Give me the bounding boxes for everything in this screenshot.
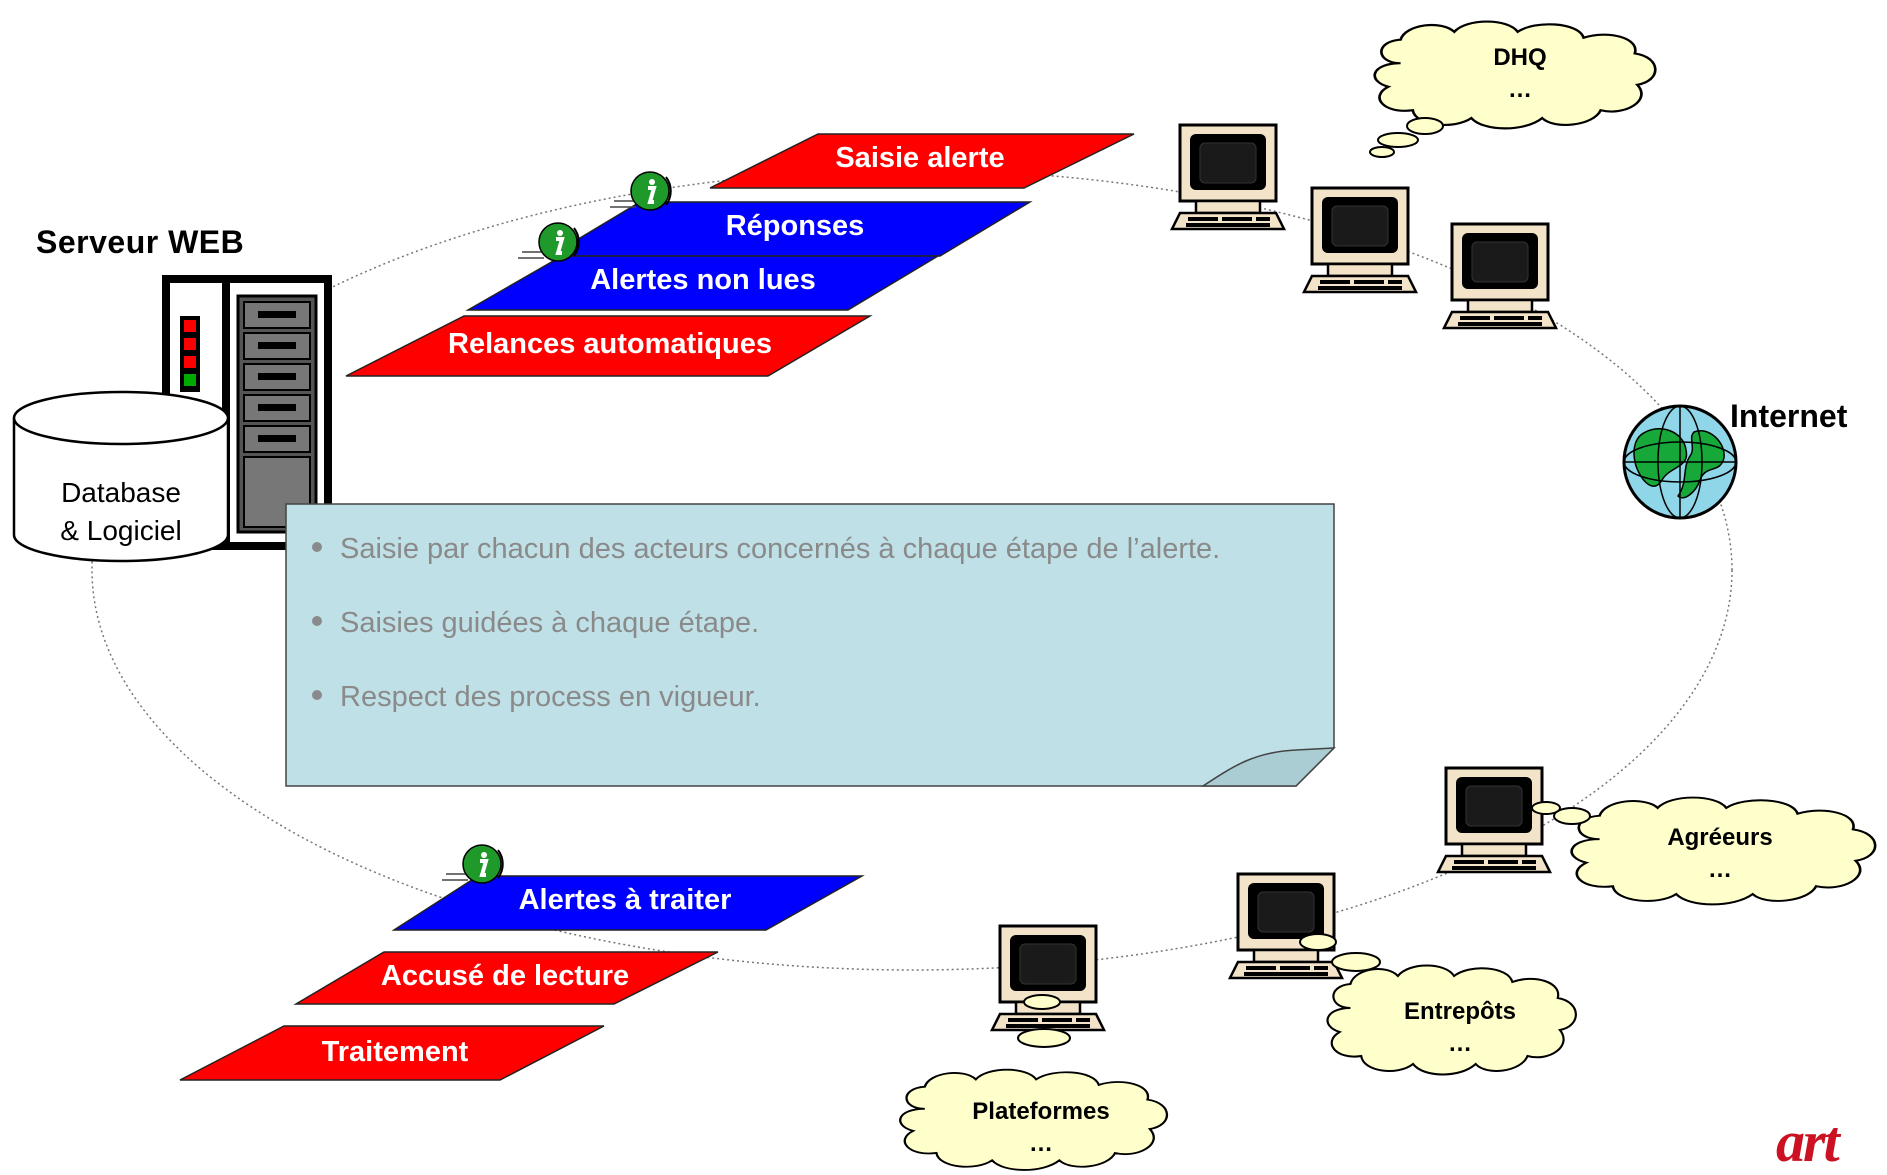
computer-icon [1170,123,1286,231]
bullet-icon [312,690,322,701]
bullet-icon [312,542,322,553]
cloud-ellipsis: … [1508,76,1532,103]
info-icon [518,222,580,262]
info-icon [610,171,672,211]
network-ring [91,169,1733,971]
globe-icon [1622,404,1738,520]
note-bullet: Saisies guidées à chaque étape. [312,606,1220,640]
note-bullet: Saisie par chacun des acteurs concernés … [312,532,1220,566]
cloud-label-dhq: DHQ … [1440,42,1600,106]
database-icon [12,390,230,563]
cloud-ellipsis: … [1708,856,1732,883]
cloud-title: Agréeurs [1667,824,1773,851]
database-label-line2: & Logiciel [60,515,182,546]
flow-reponses [547,201,1033,257]
note-bullet-text: Saisie par chacun des acteurs concernés … [340,533,1221,565]
cloud-label-plateformes: Plateformes … [946,1096,1136,1160]
note-box [285,503,1336,787]
note-bullet-list: Saisie par chacun des acteurs concernés … [312,532,1220,754]
flow-label-reponses: Réponses [725,210,865,242]
database-label-line1: Database [61,477,181,508]
flow-accuse [293,951,719,1005]
cloud-label-entrepots: Entrepôts … [1370,996,1550,1060]
computer-icon [1442,222,1558,330]
flow-label-traitement: Traitement [321,1036,469,1068]
bullet-icon [312,616,322,627]
cloud-ellipsis: … [1448,1030,1472,1057]
cloud-title: Plateformes [972,1098,1110,1125]
flow-label-saisie-alerte: Saisie alerte [835,142,1005,174]
art-logo: art [1776,1109,1840,1174]
flow-label-accuse: Accusé de lecture [380,960,630,992]
flow-alertes-a-traiter [391,875,865,931]
cloud-title: Entrepôts [1403,998,1516,1025]
flow-traitement [179,1025,605,1081]
server-title: Serveur WEB [36,224,245,260]
internet-label: Internet [1730,398,1848,434]
note-bullet-text: Respect des process en vigueur. [340,681,761,713]
note-bullet: Respect des process en vigueur. [312,680,1220,714]
cloud-ellipsis: … [1029,1130,1053,1157]
computer-icon [1302,186,1418,294]
computer-icon [1228,872,1344,980]
flow-relances [345,315,873,377]
flow-alertes-non-lues [465,255,941,311]
computer-icon [990,924,1106,1032]
flow-label-alertes-a-traiter: Alertes à traiter [518,884,732,916]
cloud-label-agreeurs: Agréeurs … [1630,822,1810,886]
cloud-title: DHQ [1493,44,1547,71]
info-icon [442,844,504,884]
flow-saisie-alerte [709,133,1135,189]
computer-icon [1436,766,1552,874]
database-label: Database & Logiciel [30,474,212,550]
flow-label-alertes-non-lues: Alertes non lues [590,264,816,296]
note-content: Saisie par chacun des acteurs concernés … [286,504,1334,786]
flow-label-relances: Relances automatiques [448,328,772,360]
note-bullet-text: Saisies guidées à chaque étape. [340,607,760,639]
